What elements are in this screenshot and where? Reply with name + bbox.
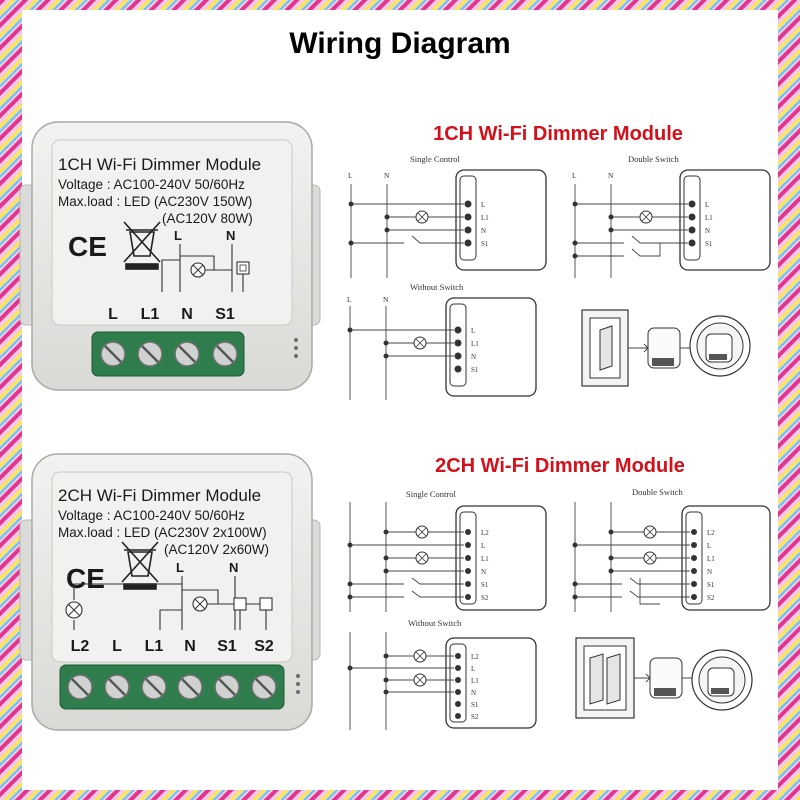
module-box [445,637,537,729]
module-1ch-diagrams: 1CH Wi-Fi Dimmer Module Single Control L… [347,123,771,400]
svg-text:L1: L1 [707,555,715,563]
device-voltage: Voltage : AC100-240V 50/60Hz [58,177,245,192]
section-title-1ch: 1CH Wi-Fi Dimmer Module [433,123,683,145]
terminal-label: L1 [141,306,160,323]
svg-text:S2: S2 [481,594,489,602]
ce-mark-icon: CE [66,563,105,594]
svg-text:N: N [608,171,614,180]
device-voltage: Voltage : AC100-240V 50/60Hz [58,508,245,523]
terminal-label: L1 [145,638,164,655]
svg-text:L: L [176,560,184,575]
diagram-2ch-single-control: Single Control L2 L L1 N S1 S2 [347,489,547,612]
svg-text:S1: S1 [471,701,479,709]
svg-text:L1: L1 [481,555,489,563]
module-box [455,169,547,271]
device-vent-holes [294,338,298,358]
svg-text:N: N [226,228,235,243]
svg-text:L1: L1 [471,340,479,348]
svg-text:N: N [705,227,710,235]
diagram-2ch-without-switch: Without Switch L2 L L1 N S1 S2 [347,618,537,730]
installation-illustration-1ch [581,309,751,387]
terminal-label: S1 [215,306,235,323]
svg-text:L: L [481,201,485,209]
device-maxload-alt: (AC120V 2x60W) [164,542,269,557]
svg-text:S2: S2 [707,594,715,602]
module-box [445,297,537,397]
svg-text:Without Switch: Without Switch [410,282,464,292]
module-2ch-diagrams: 2CH Wi-Fi Dimmer Module Single Control L… [347,455,771,730]
module-2ch-device: 2CH Wi-Fi Dimmer Module Voltage : AC100-… [19,453,321,731]
device-model-name: 1CH Wi-Fi Dimmer Module [58,155,261,174]
svg-text:L: L [347,295,352,304]
terminal-label: S1 [217,638,237,655]
device-maxload-alt: (AC120V 80W) [162,211,253,226]
svg-text:L: L [705,201,709,209]
svg-text:L: L [471,327,475,335]
device-model-name: 2CH Wi-Fi Dimmer Module [58,486,261,505]
terminal-label: L2 [71,638,90,655]
page-title: Wiring Diagram [289,27,510,60]
svg-text:L1: L1 [471,677,479,685]
device-schematic: L N [65,560,273,630]
device-maxload: Max.load : LED (AC230V 150W) [58,194,252,209]
svg-text:Double Switch: Double Switch [632,487,684,497]
svg-text:N: N [383,295,389,304]
svg-text:S1: S1 [705,240,713,248]
svg-text:N: N [471,353,476,361]
svg-text:S1: S1 [481,581,489,589]
diagram-1ch-single-control: Single Control L N L L1 N S1 [348,154,547,278]
svg-text:N: N [384,171,390,180]
svg-text:L: L [174,228,182,243]
diagram-1ch-without-switch: Without Switch L N L L1 N S1 [347,282,537,400]
svg-text:L2: L2 [707,529,715,537]
svg-text:N: N [229,560,238,575]
terminal-block [91,331,245,377]
terminal-screws [67,674,277,700]
svg-text:L: L [471,665,475,673]
device-vent-holes [296,674,300,694]
terminal-label: N [184,638,196,655]
svg-text:Without Switch: Without Switch [408,618,462,628]
terminal-label: L [112,638,122,655]
module-box [679,169,771,271]
terminal-block [59,664,285,710]
svg-text:S2: S2 [471,713,479,721]
svg-text:S1: S1 [471,366,479,374]
svg-text:N: N [481,568,486,576]
device-label-panel [51,471,293,663]
svg-text:L: L [572,171,577,180]
svg-text:S1: S1 [707,581,715,589]
svg-text:L: L [348,171,353,180]
terminal-label: N [181,306,193,323]
terminal-label: L [108,306,118,323]
svg-text:L2: L2 [471,653,479,661]
diagram-2ch-double-switch: Double Switch L2 L L1 N S1 S2 [572,487,771,612]
section-title-2ch: 2CH Wi-Fi Dimmer Module [435,455,685,477]
svg-text:N: N [481,227,486,235]
svg-text:L1: L1 [705,214,713,222]
svg-text:L: L [481,542,485,550]
svg-text:L2: L2 [481,529,489,537]
terminal-screws [100,341,238,367]
svg-text:L: L [707,542,711,550]
device-schematic: L N [161,228,250,292]
weee-bin-icon [123,221,161,270]
device-maxload: Max.load : LED (AC230V 2x100W) [58,525,267,540]
weee-bin-icon [121,541,159,590]
installation-illustration-2ch [575,637,753,719]
diagram-1ch-double-switch: Double Switch L N L L1 N S1 [572,154,771,278]
module-1ch-device: 1CH Wi-Fi Dimmer Module Voltage : AC100-… [19,121,321,391]
svg-text:Double Switch: Double Switch [628,154,680,164]
svg-text:N: N [471,689,476,697]
svg-text:S1: S1 [481,240,489,248]
terminal-label: S2 [254,638,274,655]
svg-text:N: N [707,568,712,576]
svg-text:Single Control: Single Control [410,154,460,164]
svg-text:L1: L1 [481,214,489,222]
svg-text:Single Control: Single Control [406,489,456,499]
ce-mark-icon: CE [68,231,107,262]
